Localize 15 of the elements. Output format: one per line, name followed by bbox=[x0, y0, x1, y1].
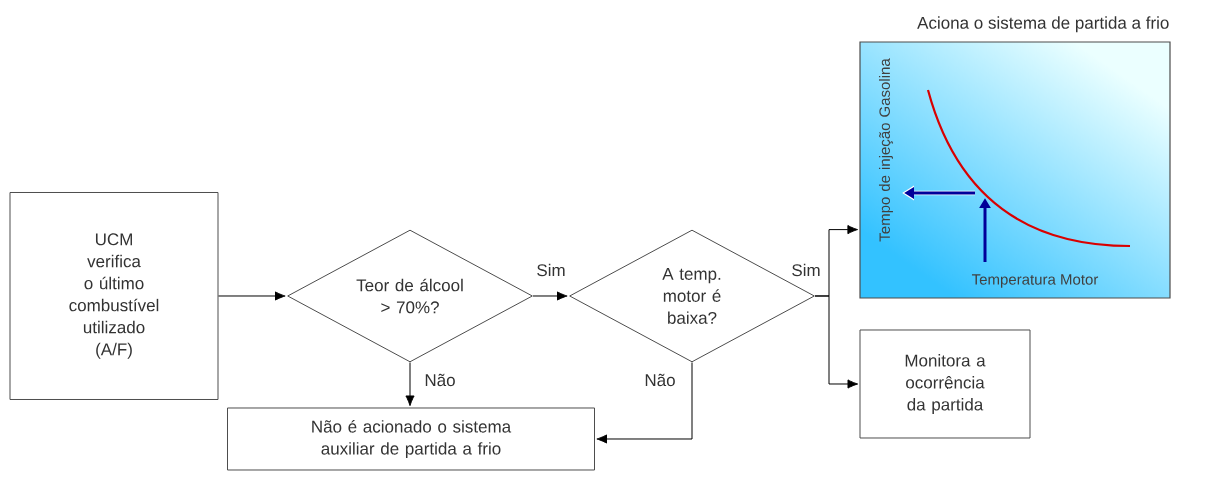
process-box: Monitora a ocorrência da partida bbox=[859, 329, 1031, 439]
arrow bbox=[596, 362, 693, 444]
chart-title: Aciona o sistema de partida a frio bbox=[917, 16, 1169, 33]
arrow bbox=[814, 295, 859, 389]
arrow bbox=[532, 291, 568, 301]
edge-label: Sim bbox=[792, 263, 820, 277]
arrow bbox=[405, 362, 415, 407]
edge-label: Não bbox=[425, 373, 455, 387]
edge-label: Sim bbox=[537, 263, 565, 277]
axis-label: Temperatura Motor bbox=[971, 274, 1099, 288]
arrow bbox=[218, 291, 286, 301]
axis-label: Tempo de injeção Gasolina bbox=[879, 58, 894, 242]
edge-label: Não bbox=[645, 373, 675, 387]
process-box: Não é acionado o sistema auxiliar de partida a frio bbox=[227, 407, 595, 471]
process-box: UCM verifica o último combustível utilizado (A/F) bbox=[9, 192, 219, 400]
